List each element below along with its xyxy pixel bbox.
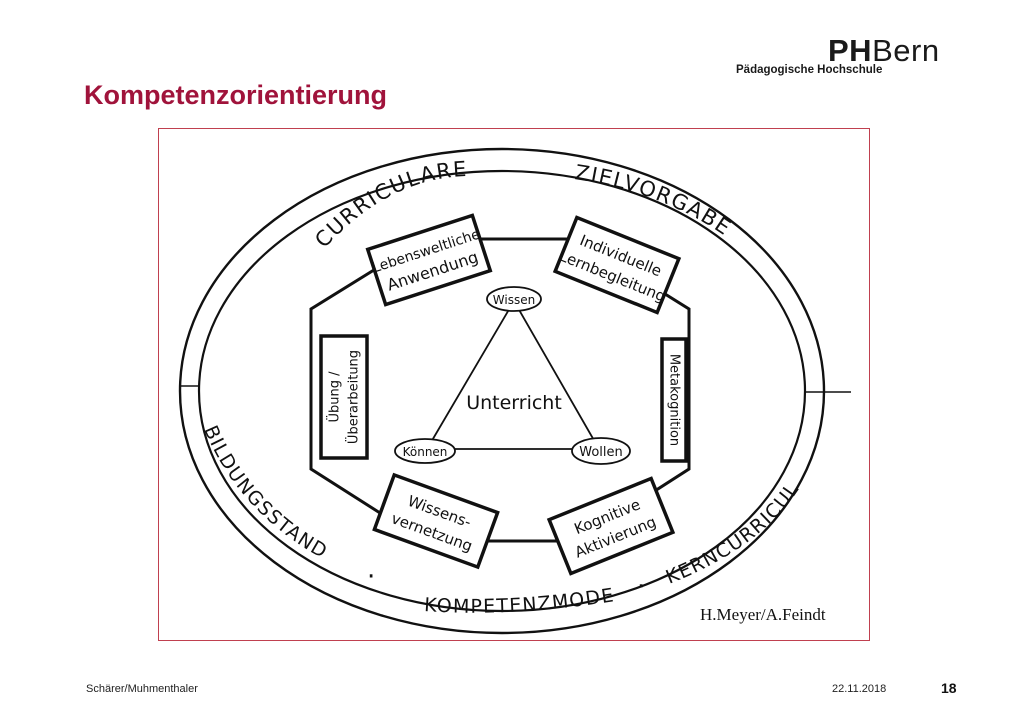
box-lebensweltliche-anwendung: Lebensweltliche Anwendung — [365, 213, 493, 307]
teaching-triangle — [425, 299, 601, 450]
node-wollen — [571, 437, 631, 465]
box-metakognition: Metakognition — [660, 337, 688, 463]
diagram-credit: H.Meyer/A.Feindt — [700, 605, 826, 624]
slide-title: Kompetenzorientierung — [84, 80, 388, 110]
footer-authors: Schärer/Muhmenthaler — [86, 683, 198, 695]
node-wissen — [486, 286, 542, 312]
logo-brand-bold: PH — [828, 33, 873, 68]
outer-ring-inner — [197, 169, 807, 613]
node-wollen-label: Wollen — [579, 445, 623, 460]
box-kognitive-aktivierung: Kognitive Aktivierung — [546, 476, 676, 576]
node-wissen-label: Wissen — [493, 293, 535, 307]
logo-brand-light: Bern — [872, 33, 940, 68]
node-koennen — [394, 438, 456, 464]
triangle-center-label: Unterricht — [466, 392, 562, 414]
box-individuelle-lernbegleitung: Individuelle Lernbegleitung — [552, 215, 682, 315]
box-uebung-line1: Übung / — [326, 371, 343, 423]
box-uebung-line2: Überarbeitung — [345, 350, 362, 444]
page-number: 18 — [941, 680, 957, 696]
footer-date: 22.11.2018 — [832, 683, 887, 695]
box-wissensvernetzung: Wissens- vernetzung — [372, 472, 500, 570]
ring-separator-left: · — [367, 562, 375, 592]
ring-separator-right: · — [637, 572, 645, 602]
ph-bern-logo: PHBern Pädagogische Hochschule — [736, 34, 956, 84]
node-koennen-label: Können — [403, 445, 448, 459]
diagram-frame: CURRICULARE ZIELVORGABEN BILDUNGSSTANDAR… — [158, 128, 870, 641]
box-uebung-ueberarbeitung: Übung / Überarbeitung — [319, 334, 369, 460]
competence-diagram: CURRICULARE ZIELVORGABEN BILDUNGSSTANDAR… — [159, 129, 851, 635]
logo-subtitle: Pädagogische Hochschule — [736, 64, 883, 76]
box-metakognition-label: Metakognition — [667, 354, 682, 446]
outer-ring-outer — [178, 147, 826, 635]
logo-wordmark: PHBern — [828, 34, 940, 68]
